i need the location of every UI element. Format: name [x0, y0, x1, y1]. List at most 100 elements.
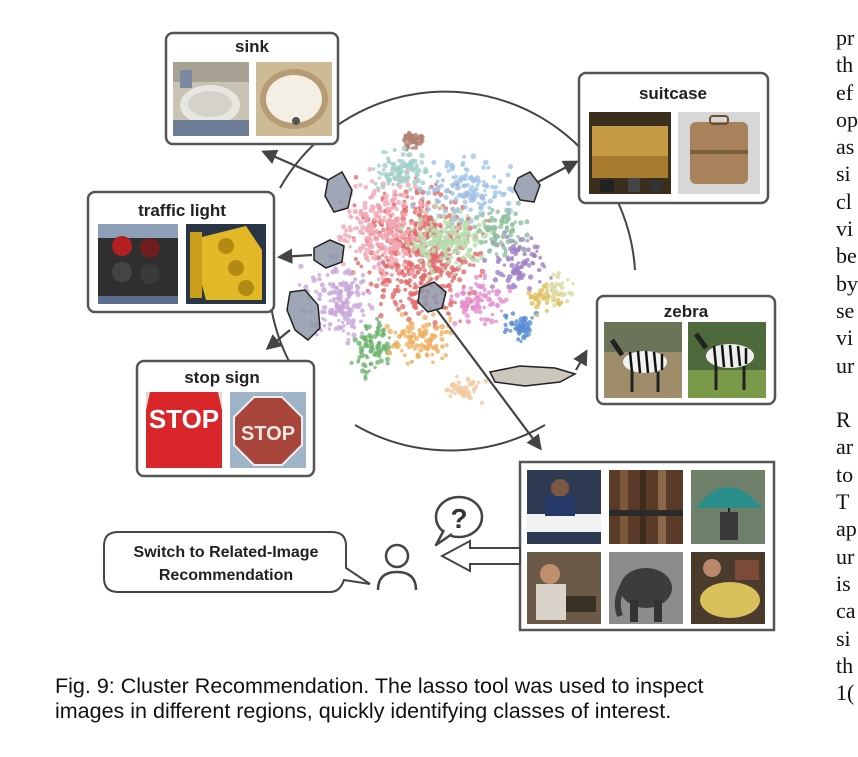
scatter-point	[459, 217, 464, 223]
scatter-point	[526, 263, 532, 268]
related-images-panel[interactable]	[518, 460, 776, 632]
box-traffic-light[interactable]: traffic light	[86, 190, 276, 314]
scatter-point	[449, 389, 454, 394]
scatter-point	[372, 188, 377, 193]
lasso-stop-sign[interactable]	[286, 289, 321, 341]
lasso-suitcase[interactable]	[513, 171, 541, 203]
scatter-point	[494, 233, 500, 239]
scatter-point	[380, 198, 385, 202]
scatter-point	[397, 222, 402, 226]
scatter-point	[424, 203, 430, 208]
scatter-point	[387, 336, 391, 340]
scatter-point	[444, 343, 449, 347]
sink-image-2	[256, 62, 332, 136]
scatter-point	[481, 165, 486, 170]
scatter-point	[341, 224, 346, 230]
scatter-point	[499, 240, 504, 245]
scatter-point	[550, 297, 556, 303]
sink-image-1	[173, 62, 249, 136]
scatter-point	[303, 284, 309, 290]
scatter-point	[297, 283, 302, 287]
lasso-regions[interactable]	[286, 170, 577, 387]
user-icon[interactable]	[376, 543, 418, 591]
scatter-point	[516, 235, 520, 239]
scatter-point	[367, 270, 372, 275]
lasso-sink[interactable]	[324, 170, 353, 213]
scatter-point	[443, 330, 447, 335]
scatter-point	[432, 203, 439, 209]
scatter-point	[413, 347, 417, 351]
scatter-point	[504, 207, 510, 213]
scatter-point	[463, 167, 468, 171]
scatter-point	[489, 215, 495, 221]
scatter-point	[392, 147, 397, 153]
scatter-point	[473, 251, 478, 256]
scatter-point	[368, 334, 374, 340]
side-text-line: se	[836, 297, 855, 323]
scatter-point	[510, 238, 515, 243]
lasso-zebra[interactable]	[488, 365, 577, 387]
scatter-point	[439, 205, 444, 211]
scatter-point	[436, 229, 442, 235]
scatter-point	[410, 359, 414, 364]
scatter-point	[408, 284, 412, 288]
scatter-point	[486, 219, 491, 223]
scatter-point	[510, 322, 514, 327]
box-stop-sign[interactable]: stop sign STOP STOP	[135, 359, 316, 478]
scatter-point	[396, 306, 401, 312]
scatter-point	[400, 192, 406, 198]
related-image-5	[609, 552, 683, 624]
scatter-point	[368, 339, 373, 343]
scatter-point	[385, 356, 391, 362]
scatter-point	[447, 240, 453, 245]
scatter-point	[376, 261, 382, 266]
scatter-point	[443, 194, 449, 201]
scatter-point	[450, 191, 455, 196]
box-suitcase[interactable]: suitcase	[577, 71, 770, 205]
scatter-point	[376, 277, 381, 282]
scatter-point	[388, 229, 393, 234]
scatter-point	[513, 211, 518, 217]
scatter-point	[373, 257, 377, 261]
scatter-point	[461, 309, 467, 315]
box-zebra[interactable]: zebra	[595, 294, 777, 406]
scatter-point	[466, 319, 471, 325]
scatter-point	[445, 188, 450, 193]
scatter-point	[507, 289, 513, 294]
lasso-traffic-light[interactable]	[313, 239, 345, 269]
scatter-point	[387, 328, 393, 335]
question-mark: ?	[450, 503, 467, 534]
question-bubble-icon: ?	[434, 495, 484, 547]
side-text-line: si	[836, 625, 851, 651]
scatter-point	[435, 325, 440, 330]
scatter-point	[407, 296, 412, 301]
scatter-point	[372, 334, 378, 339]
scatter-point	[506, 200, 512, 207]
scatter-point	[412, 240, 417, 245]
scatter-point	[377, 208, 382, 214]
scatter-point	[510, 311, 516, 316]
scatter-point	[356, 358, 361, 363]
scatter-point	[475, 183, 480, 187]
recommendation-speech-bubble[interactable]: Switch to Related-Image Recommendation	[103, 531, 371, 593]
scatter-point	[362, 336, 368, 342]
scatter-point	[317, 297, 321, 301]
scatter-point	[410, 234, 416, 240]
scatter-point	[483, 189, 487, 193]
scatter-point	[425, 254, 432, 260]
scatter-point	[428, 266, 433, 272]
box-sink[interactable]: sink	[164, 31, 340, 146]
scatter-point	[359, 319, 363, 324]
scatter-point	[495, 258, 501, 264]
scatter-point	[419, 246, 424, 252]
scatter-point	[413, 246, 418, 251]
side-text-line: ur	[836, 543, 855, 569]
scatter-point	[361, 313, 366, 317]
scatter-point	[481, 269, 485, 274]
scatter-point	[331, 297, 337, 302]
scatter-point	[364, 235, 370, 242]
lasso-center[interactable]	[417, 281, 447, 313]
scatter-point	[417, 205, 421, 210]
side-text-line: to	[836, 461, 854, 487]
scatter-point	[436, 213, 441, 218]
